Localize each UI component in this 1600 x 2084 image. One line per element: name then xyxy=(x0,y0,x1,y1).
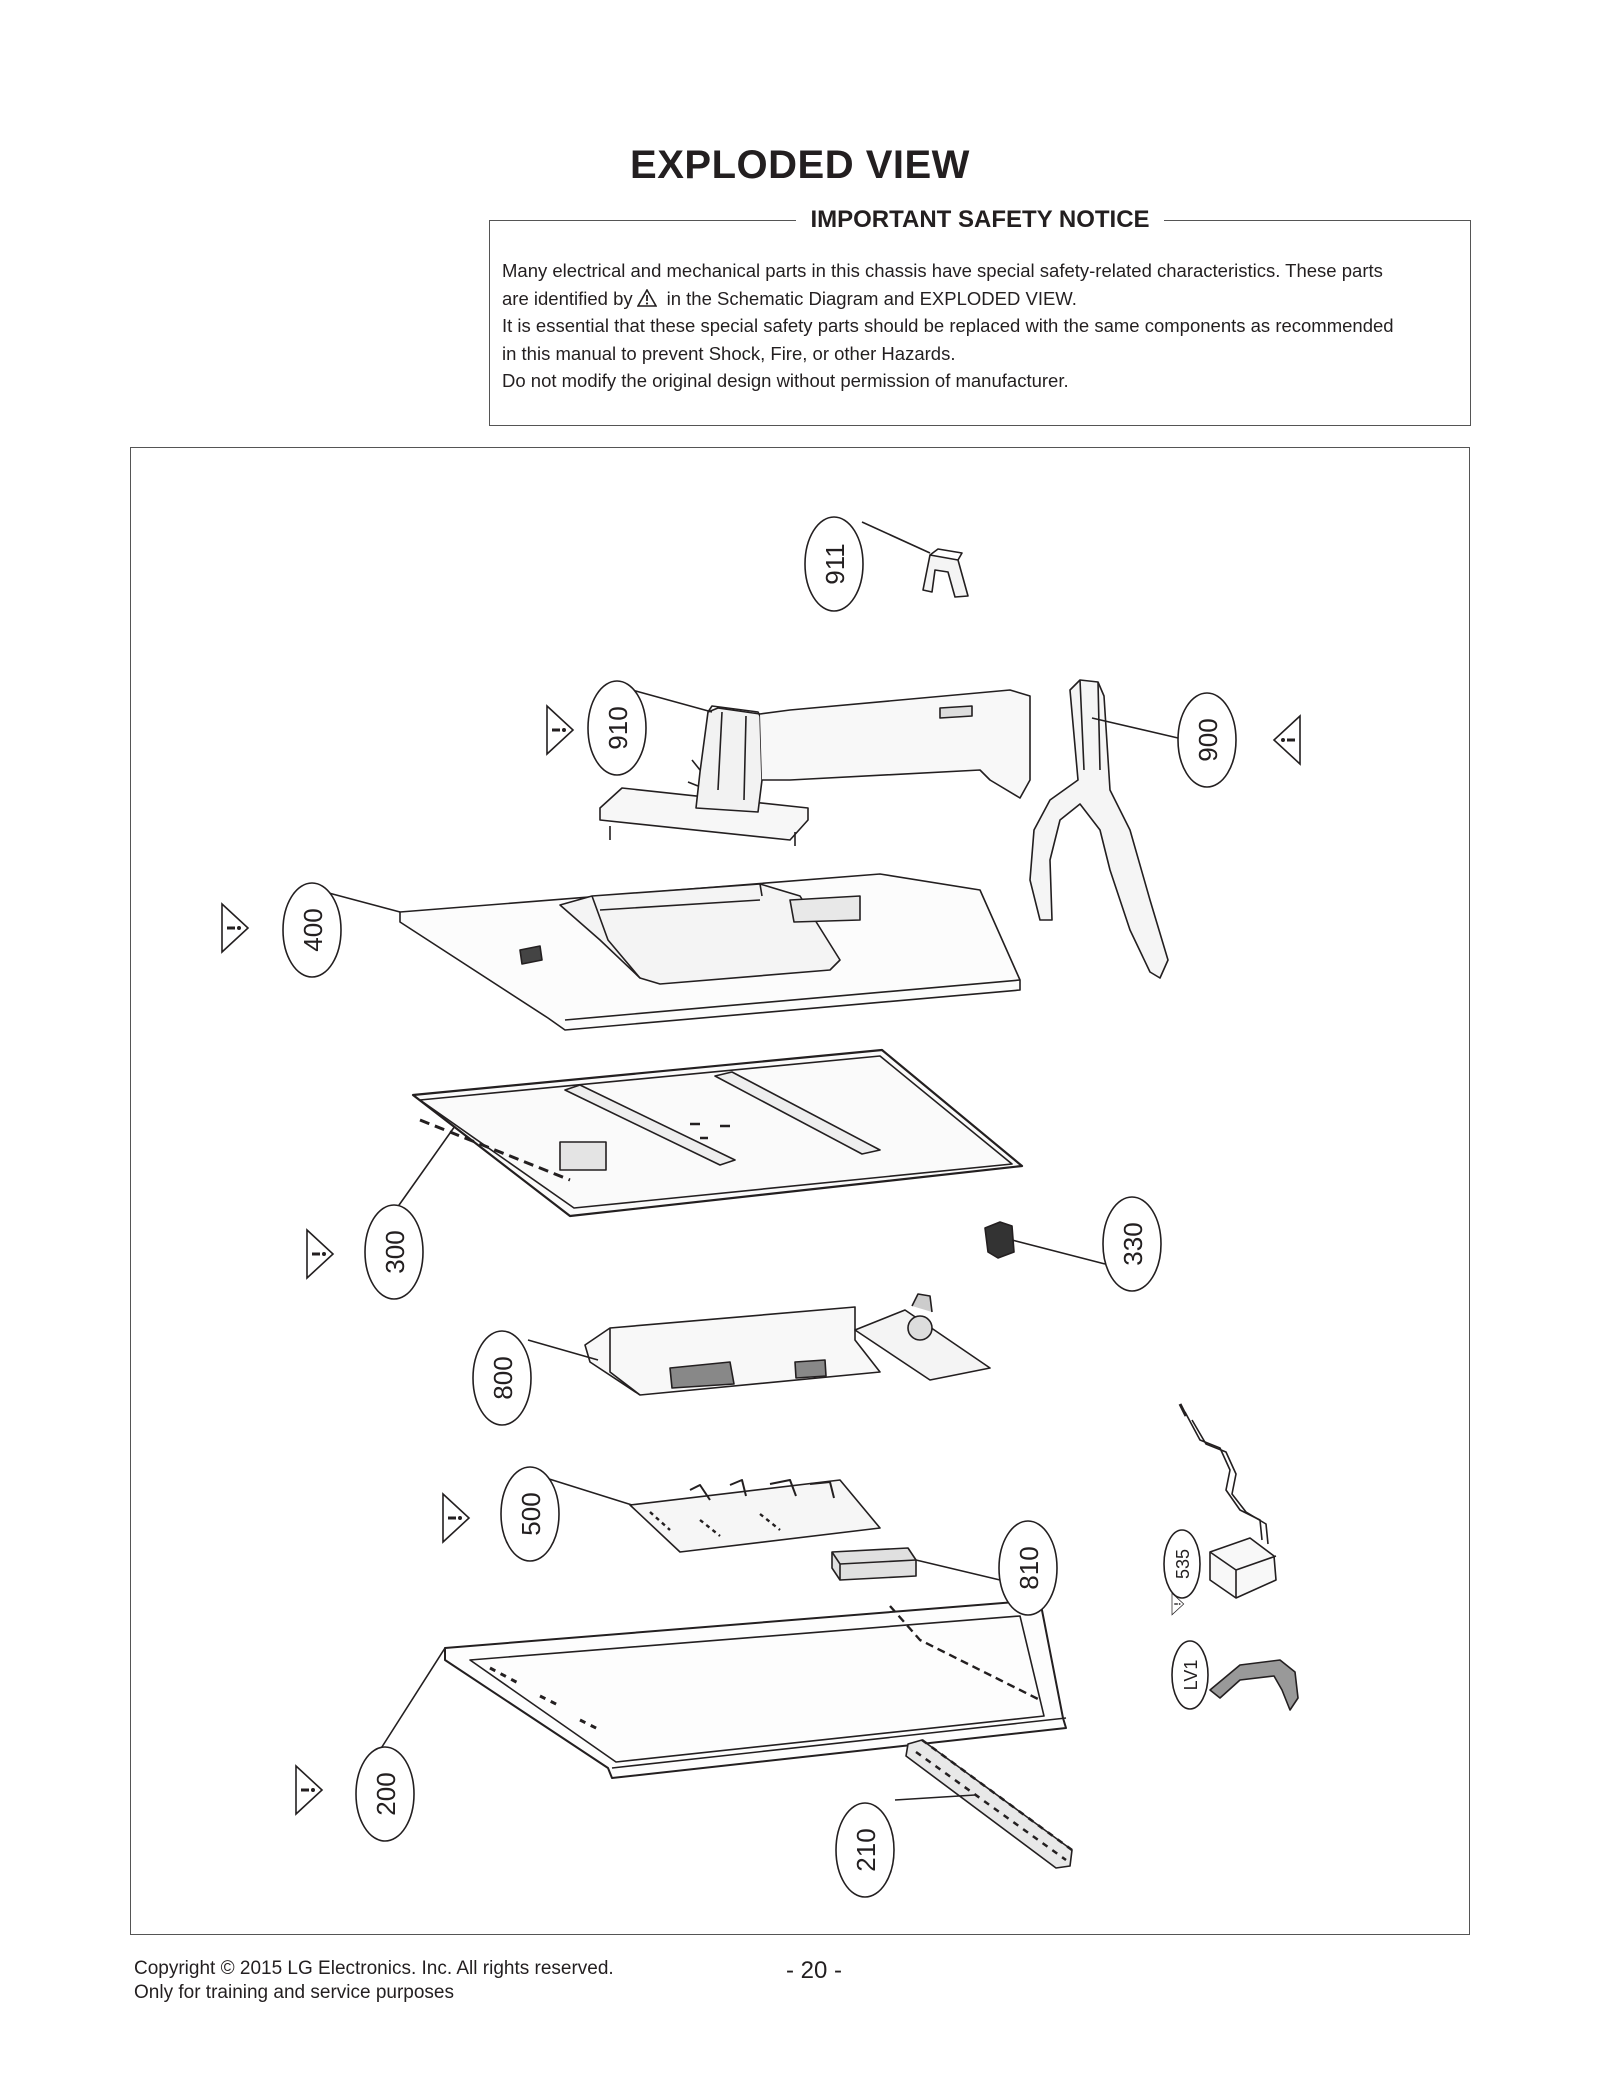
part-210-bottom-strip xyxy=(894,1738,1073,1869)
callout-800: 800 xyxy=(472,1330,532,1426)
warning-triangle-icon xyxy=(1272,714,1302,766)
footer-usage: Only for training and service purposes xyxy=(134,1982,454,2003)
part-900-stand-foot xyxy=(1029,679,1179,979)
safety-notice-heading-text: IMPORTANT SAFETY NOTICE xyxy=(796,206,1164,233)
footer: Copyright © 2015 LG Electronics. Inc. Al… xyxy=(134,1957,614,2005)
notice-line-4: in this manual to prevent Shock, Fire, o… xyxy=(502,342,956,364)
footer-copyright: Copyright © 2015 LG Electronics. Inc. Al… xyxy=(134,1958,614,1979)
callout-900: 900 xyxy=(1177,692,1237,788)
notice-line-5: Do not modify the original design withou… xyxy=(502,370,1069,391)
callout-300: 300 xyxy=(364,1204,424,1300)
part-910-stand-neck xyxy=(599,689,1031,846)
callout-810-label: 810 xyxy=(1014,1546,1044,1589)
exploded-view-frame xyxy=(130,447,1470,1935)
callout-910-label: 910 xyxy=(603,706,633,749)
part-330-bracket xyxy=(984,1221,1106,1265)
callout-800-label: 800 xyxy=(488,1356,518,1399)
callout-200-label: 200 xyxy=(371,1772,401,1815)
safety-notice-box: IMPORTANT SAFETY NOTICE Many electrical … xyxy=(489,206,1471,426)
callout-210: 210 xyxy=(835,1802,895,1898)
warning-triangle-icon xyxy=(305,1228,335,1280)
part-535-adapter xyxy=(1178,1403,1277,1599)
callout-810: 810 xyxy=(998,1520,1058,1616)
warning-triangle-icon xyxy=(294,1764,324,1816)
part-200-front-cabinet xyxy=(379,1599,1067,1779)
notice-line-2-post: in the Schematic Diagram and EXPLODED VI… xyxy=(666,287,1077,309)
callout-535: 535 xyxy=(1163,1529,1201,1599)
warning-triangle-icon xyxy=(636,288,657,307)
warning-triangle-icon xyxy=(545,704,575,756)
notice-line-2: are identified by in the Schematic Diagra… xyxy=(502,285,1458,313)
callout-lv1: LV1 xyxy=(1171,1640,1209,1710)
callout-300-label: 300 xyxy=(380,1230,410,1273)
part-810-module xyxy=(831,1547,1001,1581)
notice-line-3: It is essential that these special safet… xyxy=(502,315,1394,336)
callout-330: 330 xyxy=(1102,1196,1162,1292)
callout-400-label: 400 xyxy=(298,908,328,951)
callout-500: 500 xyxy=(500,1466,560,1562)
page-number: - 20 - xyxy=(786,1957,843,1984)
callout-900-label: 900 xyxy=(1193,718,1223,761)
warning-triangle-icon xyxy=(441,1492,471,1544)
safety-notice-heading: IMPORTANT SAFETY NOTICE xyxy=(490,206,1470,234)
notice-line-2-pre: are identified by xyxy=(502,287,633,309)
part-800-power-board xyxy=(527,1293,991,1396)
callout-330-label: 330 xyxy=(1118,1222,1148,1265)
part-300-middle-cabinet xyxy=(391,1048,1024,1218)
callout-lv1-label: LV1 xyxy=(1181,1660,1201,1691)
page-title: EXPLODED VIEW xyxy=(630,143,970,187)
callout-400: 400 xyxy=(282,882,342,978)
part-500-main-board xyxy=(545,1477,881,1553)
part-lv1-cable xyxy=(1209,1659,1299,1711)
callout-500-label: 500 xyxy=(516,1492,546,1535)
callout-911-label: 911 xyxy=(820,543,850,584)
callout-200: 200 xyxy=(355,1746,415,1842)
safety-notice-body: Many electrical and mechanical parts in … xyxy=(502,257,1458,395)
callout-210-label: 210 xyxy=(851,1828,881,1871)
notice-line-1: Many electrical and mechanical parts in … xyxy=(502,260,1383,281)
callout-535-label: 535 xyxy=(1173,1549,1193,1579)
part-911-cover xyxy=(861,521,969,598)
callout-910: 910 xyxy=(587,680,647,776)
part-400-back-cover xyxy=(324,873,1021,1031)
callout-911: 911 xyxy=(804,516,864,612)
warning-triangle-icon xyxy=(220,902,250,954)
